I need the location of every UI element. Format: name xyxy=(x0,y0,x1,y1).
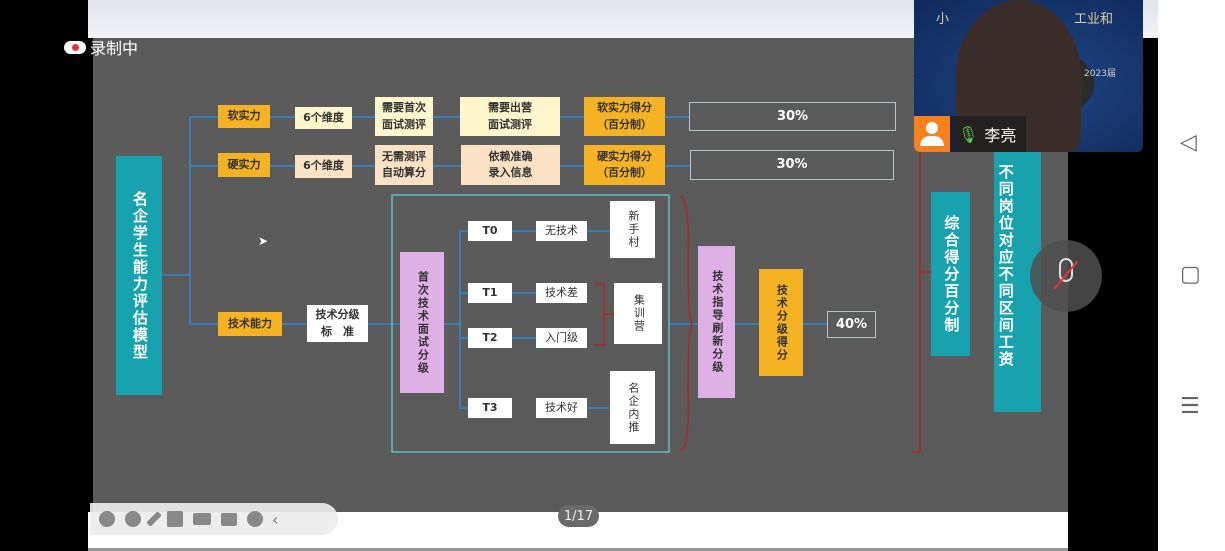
hard-score-node: 硬实力得分 （百分制） xyxy=(584,145,665,185)
video-bg-text: 小 xyxy=(936,12,950,27)
hard-weight: 30% xyxy=(690,150,894,180)
level-code: T3 xyxy=(468,398,512,418)
speaker-name: 李亮 xyxy=(984,126,1017,145)
mouse-cursor-icon: ➤ xyxy=(258,234,269,248)
level-desc: 技术好 xyxy=(536,398,587,418)
level-desc: 入门级 xyxy=(536,328,587,348)
recording-indicator: 录制中 xyxy=(64,35,138,59)
hard-step2-node: 依赖准确 录入信息 xyxy=(461,145,560,185)
level-desc: 技术差 xyxy=(536,283,587,303)
outcome-node: 新手村 xyxy=(610,201,655,258)
user-avatar-icon xyxy=(914,116,950,152)
system-nav-bar: ◁ ▢ ☰ xyxy=(1158,0,1225,551)
level-desc: 无技术 xyxy=(536,221,587,241)
soft-step2-node: 需要出营 面试测评 xyxy=(460,97,560,136)
screenshot-icon[interactable] xyxy=(167,511,183,527)
more-icon[interactable] xyxy=(247,511,263,527)
tech-skill-node: 技术能力 xyxy=(218,312,282,336)
soft-skill-node: 软实力 xyxy=(218,105,270,128)
microphone-muted-icon xyxy=(1059,258,1073,282)
outcome-node: 集训营 xyxy=(614,283,662,344)
soft-dims-node: 6个维度 xyxy=(295,107,352,129)
cloud-icon xyxy=(64,40,86,54)
video-bg-text: 工业和 xyxy=(1074,12,1114,27)
tech-weight: 40% xyxy=(827,311,876,338)
tech-score-node: 技术分级得分 xyxy=(759,269,803,376)
soft-score-node: 软实力得分 （百分制） xyxy=(584,97,665,136)
mute-button[interactable] xyxy=(1030,240,1102,312)
microphone-icon: 🎙 xyxy=(958,124,979,144)
recording-label: 录制中 xyxy=(90,39,139,58)
previous-icon[interactable] xyxy=(99,511,115,527)
pen-icon[interactable] xyxy=(146,511,162,527)
home-icon[interactable]: ▢ xyxy=(1180,262,1201,287)
collapse-icon[interactable]: ‹ xyxy=(272,509,279,529)
back-icon[interactable]: ◁ xyxy=(1180,130,1197,155)
level-code: T2 xyxy=(468,328,512,348)
tech-standard-node: 技术分级 标 准 xyxy=(307,305,368,342)
hard-dims-node: 6个维度 xyxy=(295,155,352,178)
root-node: 名企学生能力评估模型 xyxy=(116,156,162,395)
video-overlay[interactable]: 小 工业和 2023届 🎙 李亮 xyxy=(914,0,1143,152)
first-interview-node: 首次技术面试分级 xyxy=(400,252,444,393)
soft-step1-node: 需要首次 面试测评 xyxy=(375,97,433,136)
toolbar: ‹ xyxy=(90,503,338,535)
camera-icon[interactable] xyxy=(193,513,211,525)
refresh-node: 技术指导刷新分级 xyxy=(698,246,735,398)
level-code: T0 xyxy=(468,221,512,241)
soft-weight: 30% xyxy=(689,102,896,131)
hard-step1-node: 无需测评 自动算分 xyxy=(375,145,433,185)
hard-skill-node: 硬实力 xyxy=(218,153,270,177)
total-score-node: 综合得分百分制 xyxy=(931,192,970,356)
menu-icon[interactable]: ☰ xyxy=(1180,394,1200,419)
outcome-node: 名企内推 xyxy=(610,371,655,444)
page-indicator: 1/17 xyxy=(558,505,599,527)
video-bg-text: 2023届 xyxy=(1084,69,1116,79)
play-icon[interactable] xyxy=(125,511,141,527)
level-code: T1 xyxy=(468,283,512,303)
comment-icon[interactable] xyxy=(221,512,237,526)
